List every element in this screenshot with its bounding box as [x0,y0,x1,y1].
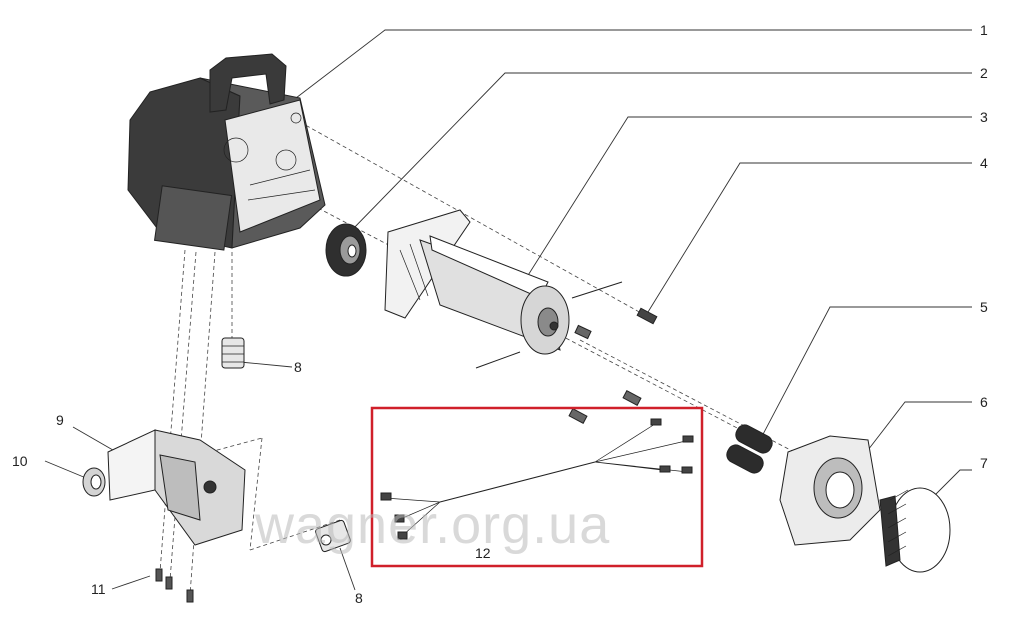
callout-7: 7 [980,455,988,471]
fan-shroud [779,435,881,546]
capacitor-pair [726,424,773,474]
harness-highlight-box [370,406,704,568]
cooling-fan [879,487,951,573]
bracket-screws [155,568,194,603]
electric-motor [384,209,623,369]
callout-4: 4 [980,155,988,171]
callout-1: 1 [980,22,988,38]
callout-labels: 1 2 3 4 5 6 7 8 8 9 10 11 12 [12,22,988,606]
cable-gland-upper [221,337,245,369]
cable-gland-lower [315,519,351,553]
drive-gear [325,223,367,277]
callout-6: 6 [980,394,988,410]
mounting-bracket [107,429,246,546]
callout-8-upper: 8 [294,359,302,375]
callout-3: 3 [980,109,988,125]
watermark: wagner.org.ua [254,495,610,555]
callout-5: 5 [980,299,988,315]
wiring-harness [380,390,694,540]
gearbox-housing [127,53,326,251]
leader-lines [44,29,972,591]
callout-12: 12 [475,545,491,561]
motor-screw [636,307,658,325]
callout-11: 11 [91,581,106,597]
locking-nut [82,467,106,497]
callout-8-lower: 8 [355,590,363,606]
callout-10: 10 [12,453,28,469]
callout-2: 2 [980,65,988,81]
callout-9: 9 [56,412,64,428]
